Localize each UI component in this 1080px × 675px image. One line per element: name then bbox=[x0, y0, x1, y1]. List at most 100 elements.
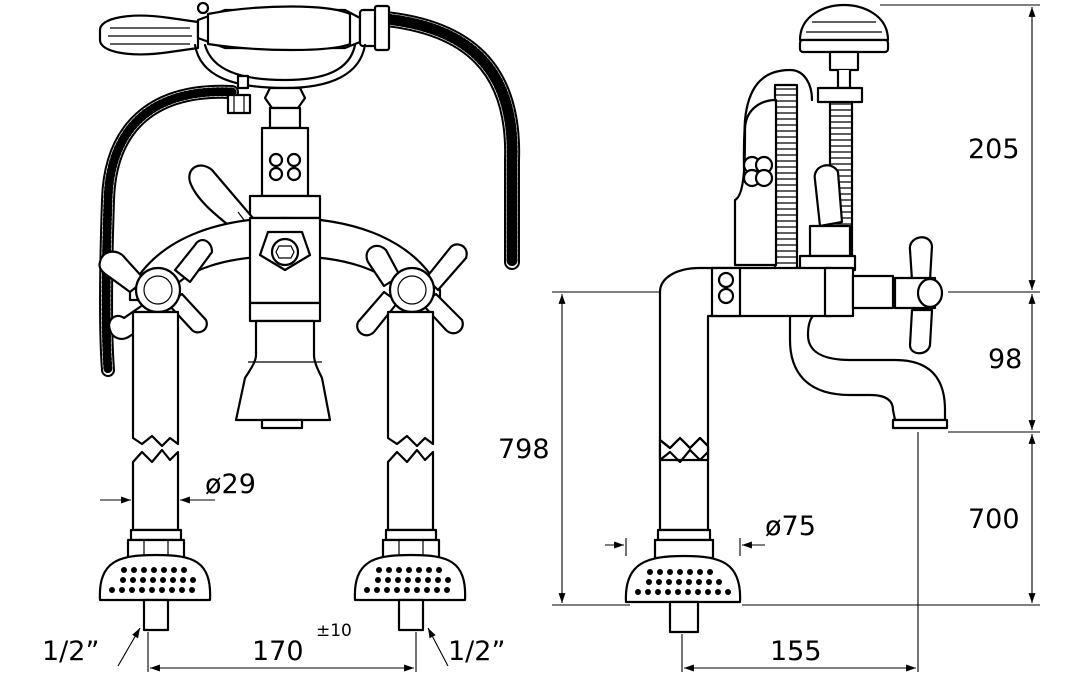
shower-hose-right bbox=[367, 10, 521, 270]
shroud-dot bbox=[364, 587, 370, 593]
shroud-dot bbox=[655, 589, 661, 595]
spout-front bbox=[234, 301, 332, 430]
shroud-dot bbox=[394, 587, 400, 593]
shroud-dot bbox=[396, 567, 402, 573]
shroud-dot bbox=[715, 589, 721, 595]
hot-cross-handle bbox=[98, 239, 214, 340]
central-column bbox=[248, 106, 322, 220]
shroud-dot bbox=[666, 579, 672, 585]
shroud-dot bbox=[695, 589, 701, 595]
projection-label: 155 bbox=[770, 636, 822, 667]
shroud-dot bbox=[130, 577, 136, 583]
shroud-dot bbox=[645, 589, 651, 595]
shroud-dot bbox=[676, 579, 682, 585]
height-overall-label: 798 bbox=[498, 434, 550, 465]
shroud-dot bbox=[434, 587, 440, 593]
shroud-dot bbox=[384, 587, 390, 593]
shroud-dot bbox=[635, 589, 641, 595]
side-handset bbox=[798, 3, 890, 104]
shroud-dot bbox=[120, 577, 126, 583]
shroud-dot bbox=[685, 589, 691, 595]
height-spout-handles-label: 98 bbox=[988, 344, 1022, 375]
shroud-dot bbox=[697, 569, 703, 575]
shroud-dot bbox=[179, 587, 185, 593]
shroud-dot bbox=[139, 587, 145, 593]
shroud-dot bbox=[445, 577, 451, 583]
shroud-dot bbox=[190, 577, 196, 583]
shroud-dot bbox=[696, 579, 702, 585]
shroud-dot bbox=[687, 569, 693, 575]
shroud-dot bbox=[646, 579, 652, 585]
shroud-dots-right bbox=[364, 567, 451, 593]
shroud-dot bbox=[656, 579, 662, 585]
shroud-dot bbox=[725, 589, 731, 595]
shroud-dot bbox=[657, 569, 663, 575]
thread-right-label: 1/2” bbox=[448, 636, 505, 667]
centres-label: 170 bbox=[252, 636, 304, 667]
shroud-dot bbox=[374, 587, 380, 593]
shroud-dot bbox=[416, 567, 422, 573]
shroud-dot bbox=[435, 577, 441, 583]
base-diameter-label: ø75 bbox=[765, 511, 816, 542]
shroud-dot bbox=[149, 587, 155, 593]
height-spout-floor-label: 700 bbox=[968, 504, 1020, 535]
shroud-dot bbox=[706, 579, 712, 585]
shroud-dot bbox=[170, 577, 176, 583]
shroud-dot bbox=[686, 579, 692, 585]
shroud-dot bbox=[404, 587, 410, 593]
shroud-dot bbox=[180, 577, 186, 583]
shroud-dot bbox=[150, 577, 156, 583]
shroud-dot bbox=[667, 569, 673, 575]
side-cross-handle bbox=[893, 236, 944, 355]
mixer-body bbox=[128, 216, 442, 302]
shroud-dot bbox=[171, 567, 177, 573]
shroud-dot bbox=[705, 589, 711, 595]
side-diverter-lever bbox=[813, 164, 844, 228]
shroud-dot bbox=[707, 569, 713, 575]
shroud-dot bbox=[415, 577, 421, 583]
thread-left-label: 1/2” bbox=[42, 636, 99, 667]
shroud-dot bbox=[436, 567, 442, 573]
shroud-dot bbox=[677, 569, 683, 575]
shroud-dot bbox=[675, 589, 681, 595]
shroud-dot bbox=[425, 577, 431, 583]
shroud-dot bbox=[131, 567, 137, 573]
shroud-dot bbox=[375, 577, 381, 583]
shroud-dot bbox=[141, 567, 147, 573]
height-total-label: 205 bbox=[968, 134, 1020, 165]
shroud-dot bbox=[169, 587, 175, 593]
shroud-dots-side bbox=[635, 569, 731, 595]
shroud-dot bbox=[395, 577, 401, 583]
front-view: ø29 170 ±10 1/2” 1/2” bbox=[42, 1, 521, 672]
shroud-dot bbox=[109, 587, 115, 593]
shroud-dot bbox=[151, 567, 157, 573]
shroud-dot bbox=[376, 567, 382, 573]
shroud-dot bbox=[426, 567, 432, 573]
shroud-dot bbox=[386, 567, 392, 573]
shroud-dot bbox=[647, 569, 653, 575]
shroud-dot bbox=[159, 587, 165, 593]
shroud-dot bbox=[140, 577, 146, 583]
shower-handset bbox=[98, 1, 391, 56]
shroud-dot bbox=[181, 567, 187, 573]
shroud-dot bbox=[414, 587, 420, 593]
shroud-dot bbox=[189, 587, 195, 593]
shroud-dot bbox=[160, 577, 166, 583]
centres-tolerance-label: ±10 bbox=[316, 621, 352, 641]
side-view: ø75 798 205 98 700 155 bbox=[498, 3, 1040, 672]
shroud-dot bbox=[424, 587, 430, 593]
shroud-dot bbox=[121, 567, 127, 573]
shroud-dot bbox=[665, 589, 671, 595]
shroud-dot bbox=[161, 567, 167, 573]
pillar-diameter-label: ø29 bbox=[205, 469, 256, 500]
shroud-dots-left bbox=[109, 567, 196, 593]
shroud-dot bbox=[405, 577, 411, 583]
shroud-dot bbox=[444, 587, 450, 593]
shroud-dot bbox=[716, 579, 722, 585]
shroud-dot bbox=[129, 587, 135, 593]
shroud-dot bbox=[385, 577, 391, 583]
cold-cross-handle bbox=[356, 243, 468, 337]
shroud-dot bbox=[406, 567, 412, 573]
shroud-dot bbox=[119, 587, 125, 593]
